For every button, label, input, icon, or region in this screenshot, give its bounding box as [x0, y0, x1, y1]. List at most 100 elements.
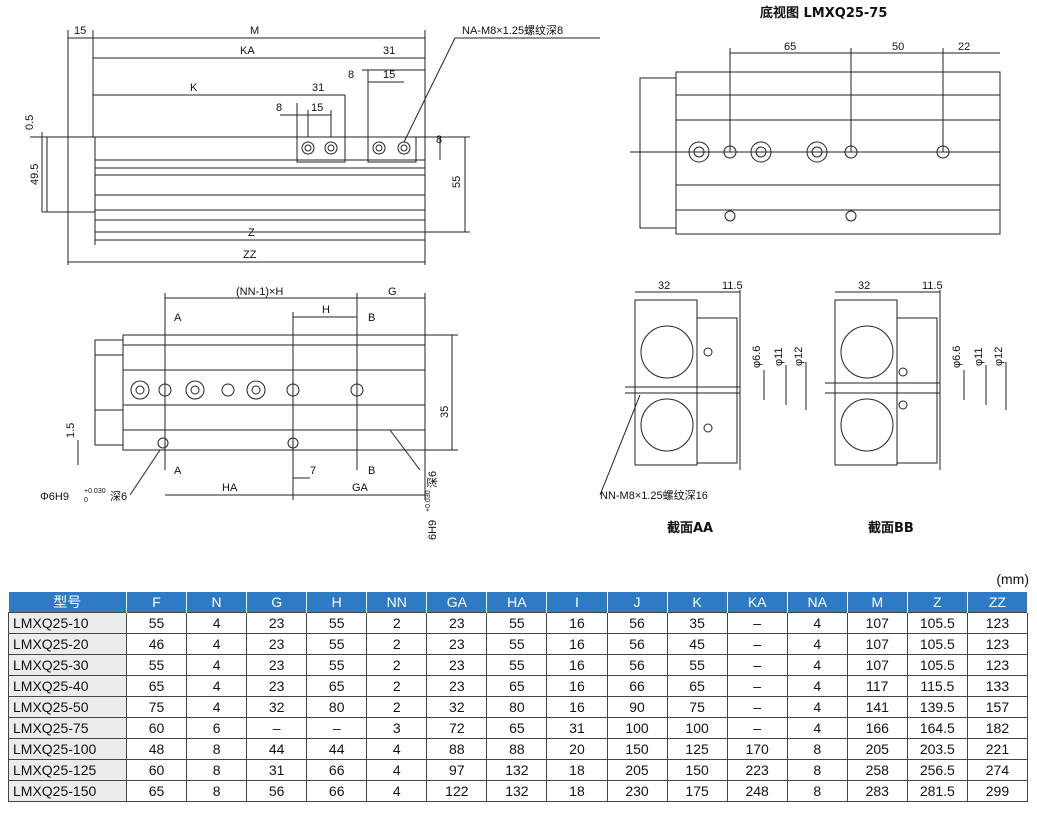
table-cell: 4 [786, 633, 848, 655]
table-cell: – [726, 612, 788, 634]
table-cell: 107 [846, 654, 908, 676]
table-cell: 8 [186, 759, 248, 781]
table-cell: 274 [966, 759, 1029, 781]
table-cell: 170 [726, 738, 788, 760]
table-cell: 4 [186, 612, 248, 634]
dim-ha: HA [222, 482, 238, 494]
note-side-depth: 深6 [426, 471, 439, 488]
table-cell: 105.5 [906, 612, 968, 634]
table-cell: 4 [786, 675, 848, 697]
table-cell: 105.5 [906, 654, 968, 676]
unit-label: (mm) [996, 571, 1029, 587]
table-cell: 8 [186, 738, 248, 760]
table-cell: 23 [246, 633, 308, 655]
table-cell: 55 [486, 633, 548, 655]
table-cell: 66 [306, 780, 368, 802]
table-cell: 4 [186, 675, 248, 697]
table-cell: 3 [366, 717, 428, 739]
table-cell: 281.5 [906, 780, 968, 802]
table-cell: 100 [666, 717, 728, 739]
dim-8a: 8 [348, 69, 354, 81]
note-side-tol: +0.030 [425, 490, 432, 512]
column-header: NN [366, 592, 428, 613]
table-cell: 90 [606, 696, 668, 718]
table-cell: 139.5 [906, 696, 968, 718]
table-cell: 100 [606, 717, 668, 739]
dim-phi6-6a: φ6.6 [751, 346, 763, 368]
section-bb [825, 290, 1007, 470]
dim-15: 15 [74, 25, 86, 37]
dim-49-5: 49.5 [29, 164, 41, 185]
table-cell: 55 [306, 633, 368, 655]
table-cell: 123 [966, 654, 1029, 676]
table-cell: 166 [846, 717, 908, 739]
table-cell: 8 [186, 780, 248, 802]
model-cell: LMXQ25-30 [8, 654, 127, 676]
table-cell: 65 [486, 675, 548, 697]
column-header: M [847, 592, 908, 613]
table-cell: 8 [786, 780, 848, 802]
dim-k: K [190, 82, 198, 94]
note-na: NA-M8×1.25螺纹深8 [462, 23, 563, 37]
table-cell: 23 [246, 654, 308, 676]
table-cell: 65 [125, 780, 188, 802]
table-cell: 223 [726, 759, 788, 781]
table-cell: 4 [366, 738, 428, 760]
table-cell: 80 [306, 696, 368, 718]
table-cell: 23 [246, 612, 308, 634]
table-cell: 182 [966, 717, 1029, 739]
bottom-view-title: 底视图 LMXQ25-75 [760, 5, 887, 21]
table-cell: 56 [246, 780, 308, 802]
table-cell: 65 [486, 717, 548, 739]
table-cell: 2 [366, 654, 428, 676]
table-cell: 55 [666, 654, 728, 676]
table-cell: 20 [546, 738, 608, 760]
table-cell: 66 [306, 759, 368, 781]
table-cell: 56 [606, 612, 668, 634]
table-cell: 205 [846, 738, 908, 760]
dim-phi12b: φ12 [993, 347, 1005, 366]
table-cell: 2 [366, 675, 428, 697]
table-cell: 248 [726, 780, 788, 802]
table-cell: 4 [786, 717, 848, 739]
dim-nn-h: (NN-1)×H [236, 286, 283, 298]
table-cell: 125 [666, 738, 728, 760]
section-mark-a1: A [174, 312, 182, 324]
column-header: N [186, 592, 248, 613]
dim-8c: 8 [436, 134, 442, 146]
table-cell: – [726, 654, 788, 676]
table-cell: 88 [486, 738, 548, 760]
dim-g: G [388, 286, 397, 298]
model-cell: LMXQ25-100 [8, 738, 127, 760]
dim-15c: 15 [311, 102, 323, 114]
table-cell: 2 [366, 633, 428, 655]
table-cell: 72 [426, 717, 488, 739]
table-cell: 23 [246, 675, 308, 697]
model-cell: LMXQ25-40 [8, 675, 127, 697]
table-cell: 55 [306, 612, 368, 634]
side-view [77, 293, 458, 500]
column-header: G [246, 592, 308, 613]
table-cell: 123 [966, 633, 1029, 655]
table-cell: – [726, 717, 788, 739]
table-cell: 18 [546, 780, 608, 802]
table-cell: 48 [125, 738, 188, 760]
dim-11-5b: 11.5 [922, 280, 943, 292]
table-cell: 46 [125, 633, 188, 655]
table-cell: 132 [486, 759, 548, 781]
table-cell: 16 [546, 612, 608, 634]
table-cell: 2 [366, 696, 428, 718]
bottom-view [630, 48, 1001, 235]
column-header: GA [426, 592, 488, 613]
table-cell: 66 [606, 675, 668, 697]
